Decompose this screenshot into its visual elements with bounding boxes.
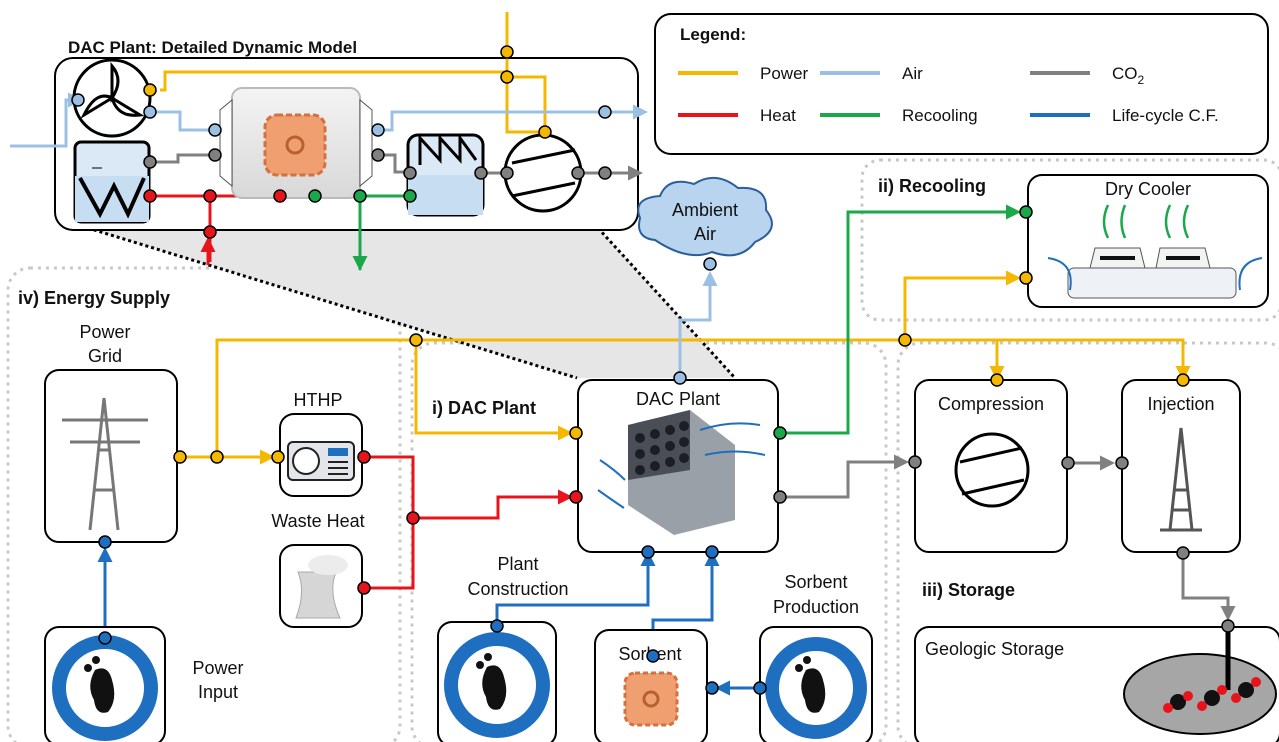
dac-plant-section-label: i) DAC Plant	[432, 398, 536, 418]
legend-title: Legend:	[680, 25, 746, 44]
dry-cooler-label: Dry Cooler	[1105, 179, 1191, 199]
contactor-module-icon	[219, 87, 373, 199]
ambient-air-label-2: Air	[694, 224, 716, 244]
dry-cooler-icon	[1047, 204, 1263, 299]
sorbent-production-label-2: Production	[773, 597, 859, 617]
compressor-icon	[503, 133, 583, 213]
detailed-model-title: DAC Plant: Detailed Dynamic Model	[68, 38, 357, 57]
cooling-tower-icon	[295, 555, 348, 619]
plant-construction-label-2: Construction	[467, 579, 568, 599]
storage-section-label: iii) Storage	[922, 580, 1015, 600]
co2-molecules	[1163, 677, 1261, 713]
recooling-section	[860, 158, 1279, 322]
legend-power: Power	[760, 64, 809, 83]
energy-supply-label: iv) Energy Supply	[18, 288, 170, 308]
ambient-air-label-1: Ambient	[672, 200, 738, 220]
waste-heat-label: Waste Heat	[271, 511, 364, 531]
hthp-label: HTHP	[294, 390, 343, 410]
footprint-co2-icon	[765, 637, 867, 739]
storage-section	[896, 341, 1279, 742]
compression-label: Compression	[938, 394, 1044, 414]
plant-construction-label-1: Plant	[497, 554, 538, 574]
legend-recooling: Recooling	[902, 106, 978, 125]
legend: Legend: Power Heat Air Recooling CO2 Lif…	[654, 13, 1269, 155]
zoom-line-left	[87, 226, 578, 380]
dac-plant-label: DAC Plant	[636, 389, 720, 409]
power-input-label-1: Power	[192, 658, 243, 678]
port-dots	[71, 45, 1235, 695]
power-grid-label-1: Power	[79, 322, 130, 342]
zoom-shading	[88, 228, 735, 378]
zoom-line-right	[596, 226, 737, 380]
absorber-tank-icon	[73, 140, 151, 224]
heat-pump-icon	[287, 441, 355, 481]
compressor-icon	[954, 432, 1030, 508]
geologic-storage-label: Geologic Storage	[925, 639, 1064, 659]
transmission-tower-icon	[62, 397, 148, 531]
sorbent-production-label-1: Sorbent	[784, 572, 847, 592]
condenser-icon	[406, 133, 485, 217]
sorbent-crystal-icon	[263, 113, 327, 177]
drill-rig-icon	[1160, 427, 1202, 532]
co2-reservoir	[1123, 653, 1277, 735]
legend-heat: Heat	[760, 106, 796, 125]
power-input-label-2: Input	[198, 682, 238, 702]
recooling-section-label: ii) Recooling	[878, 176, 986, 196]
sorbent-crystal-icon	[623, 671, 679, 727]
ambient-air-cloud: Ambient Air	[637, 177, 773, 257]
injection-label: Injection	[1147, 394, 1214, 414]
footprint-co2-icon	[444, 632, 550, 738]
legend-life-cycle: Life-cycle C.F.	[1112, 106, 1219, 125]
energy-supply-section	[6, 266, 402, 742]
dac-module-icon	[597, 410, 766, 535]
fan-icon	[72, 58, 152, 138]
legend-air: Air	[902, 64, 923, 83]
power-grid-label-2: Grid	[88, 346, 122, 366]
legend-co2: CO2	[1112, 64, 1145, 87]
